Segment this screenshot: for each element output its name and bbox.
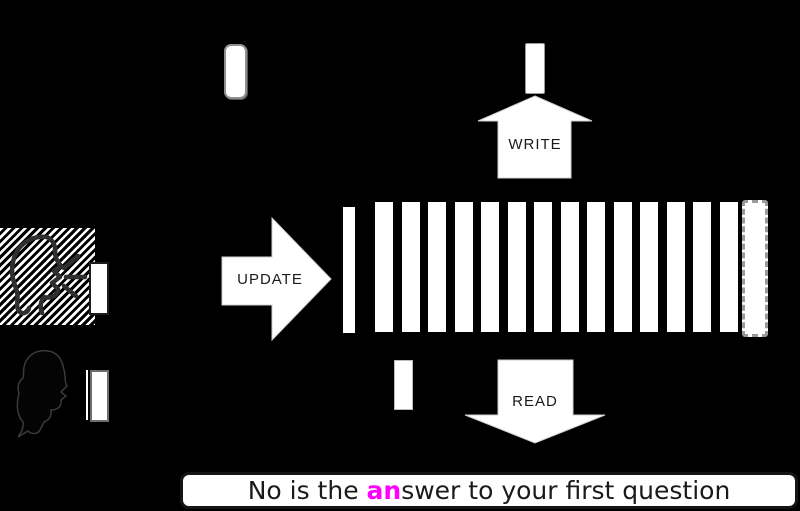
memory-cell [666,202,685,332]
write-arrow-label: WRITE [508,136,561,153]
read-arrow-label: READ [512,393,558,410]
state-bar-top-left [224,44,247,99]
question-encoding-bar [90,370,109,422]
answer-text-prefix: No is the [247,476,367,505]
read-arrow: READ [464,359,606,444]
update-arrow-shape [221,216,332,342]
memory-cell [560,202,579,332]
write-arrow-shape [477,95,593,179]
memory-cell [481,202,499,332]
write-arrow: WRITE [477,95,593,179]
read-arrow-shape [464,359,606,444]
person-silhouette-icon [16,349,68,438]
speaker-encoding-bar [89,262,109,315]
answer-text-suffix: swer to your first question [401,476,731,505]
memory-cell [401,202,420,332]
memory-cell [507,202,526,332]
memory-cell [587,202,605,332]
memory-cell [719,202,738,332]
read-query-bar [394,360,413,410]
memory-cell [375,202,393,332]
answer-text-highlight: an [366,476,402,505]
memory-cell [613,202,632,332]
memory-cell [454,202,473,332]
speaker-box [0,228,95,325]
question-bar-tick [86,370,88,420]
speaking-head-icon [9,234,88,316]
update-arrow: UPDATE [221,216,332,342]
memory-cell [693,202,711,332]
update-input-bar [343,207,355,333]
memory-cell [534,202,552,332]
memory-cell [428,202,446,332]
memory-tape [375,202,738,332]
memory-cell-dashed [742,200,768,337]
write-output-bar [525,43,545,94]
update-arrow-label: UPDATE [237,271,303,288]
memory-cell [640,202,658,332]
